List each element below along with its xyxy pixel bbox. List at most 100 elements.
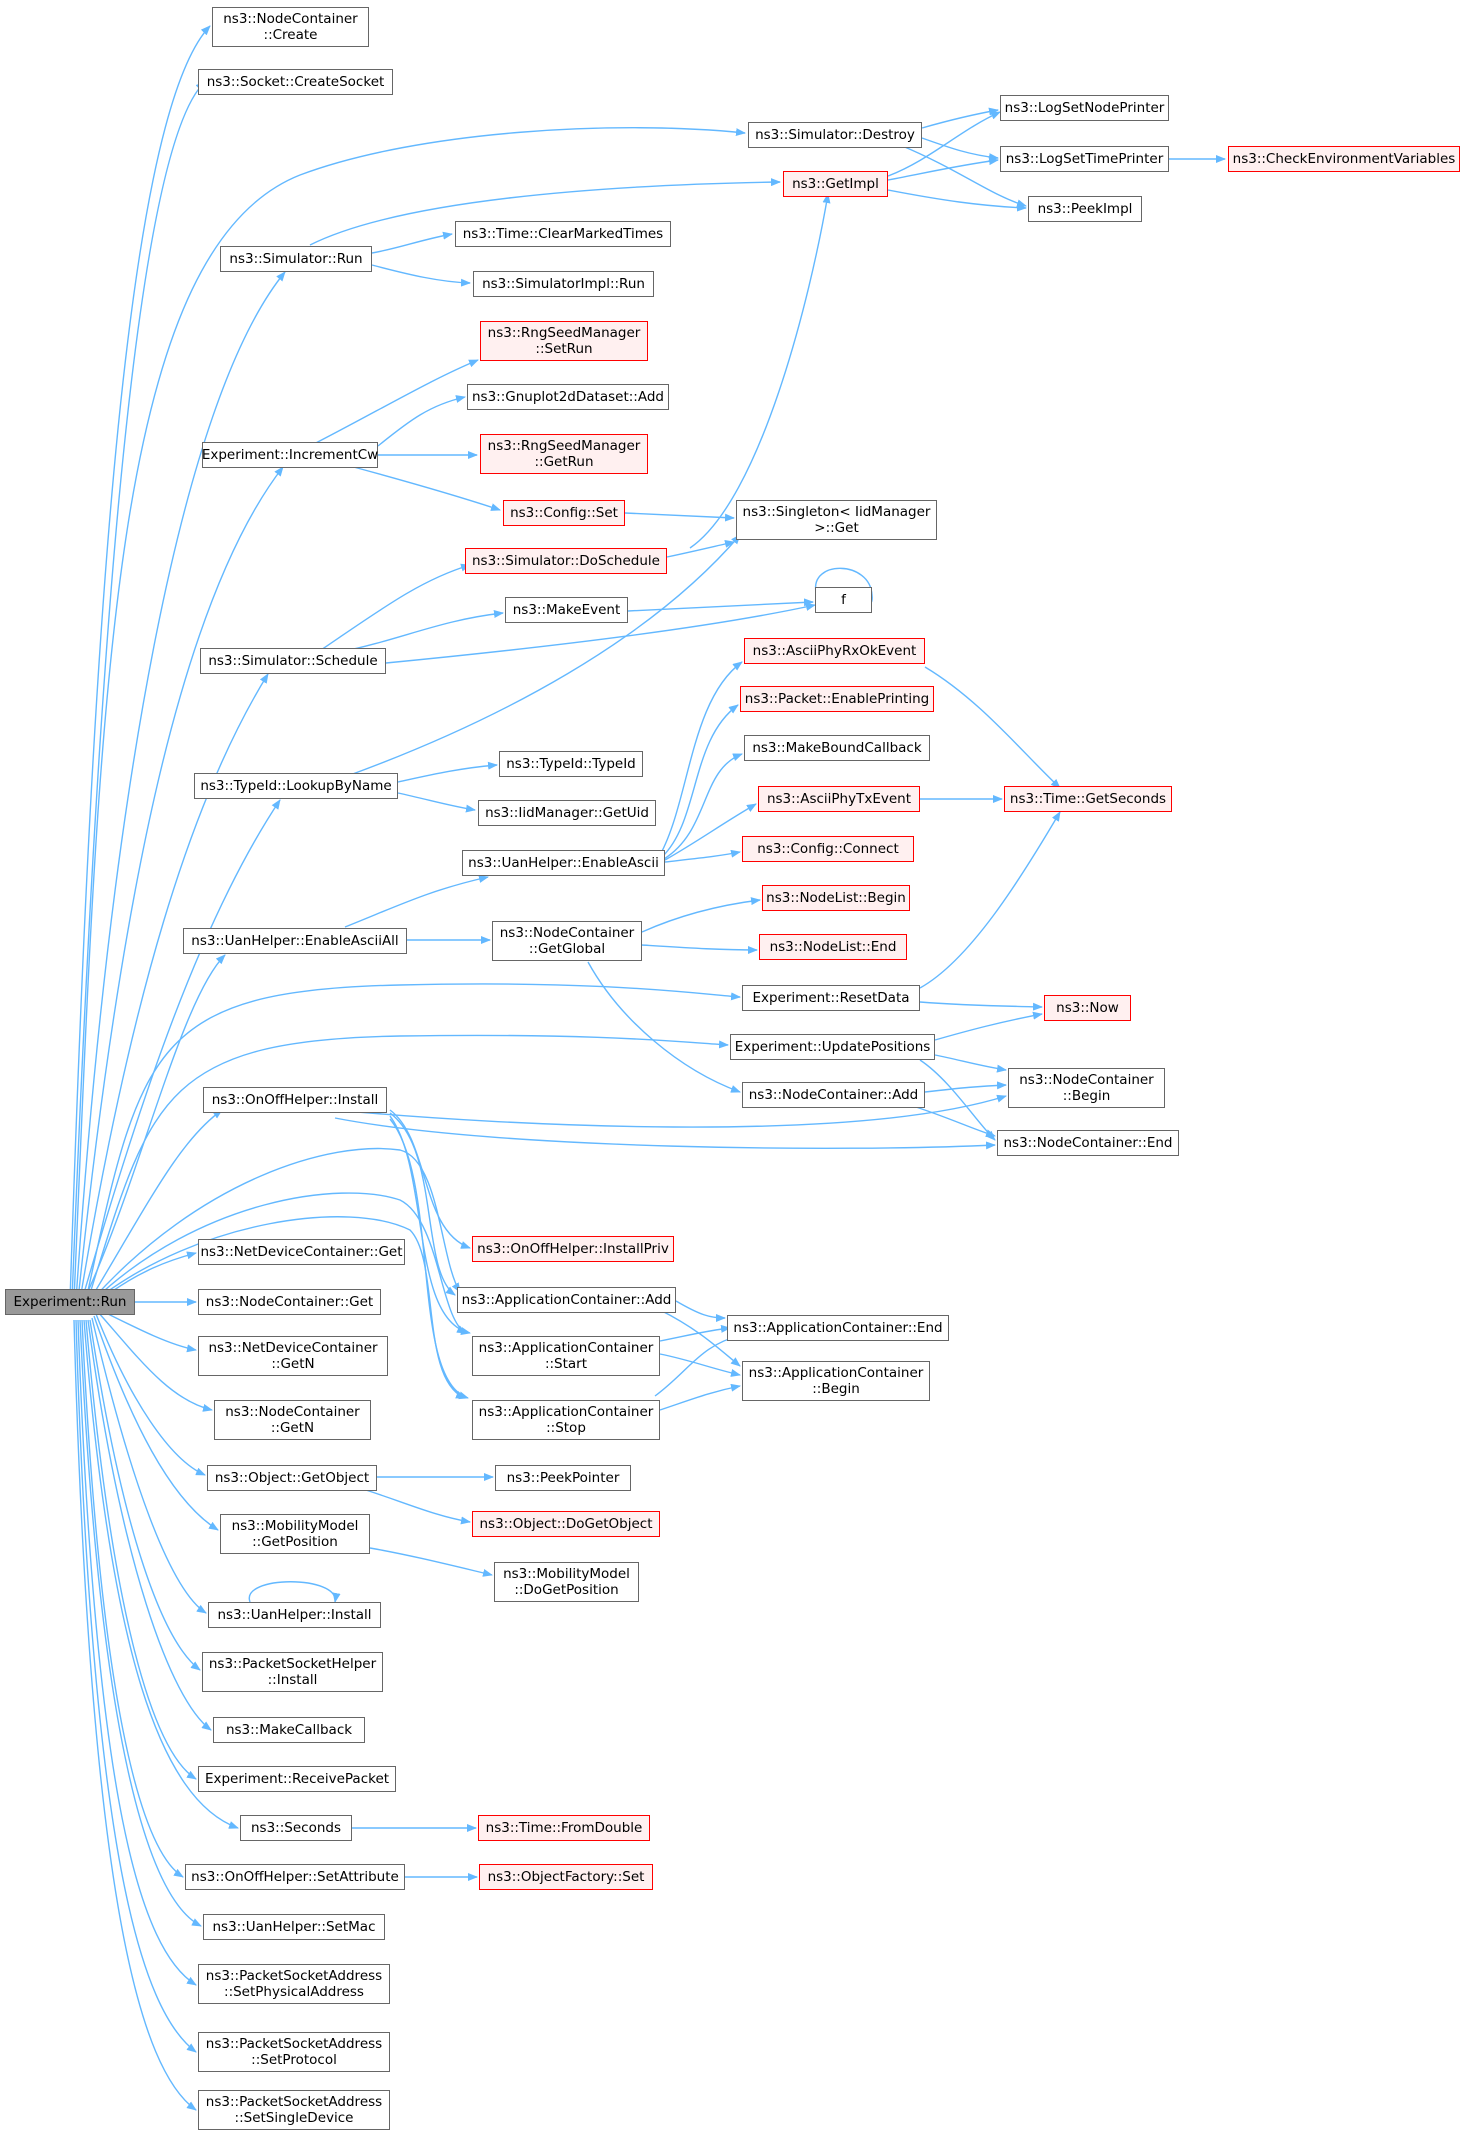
node-checkenvironmentvariables[interactable]: ns3::CheckEnvironmentVariables [1228,146,1460,172]
node-rngseedmanager-getrun[interactable]: ns3::RngSeedManager::GetRun [480,434,648,474]
node-asciiphyrxokevent[interactable]: ns3::AsciiPhyRxOkEvent [744,638,925,664]
node-applicationcontainer-stop[interactable]: ns3::ApplicationContainer::Stop [472,1400,660,1440]
node-peekimpl[interactable]: ns3::PeekImpl [1028,196,1142,222]
node-packetsocketaddress-setsingledevice[interactable]: ns3::PacketSocketAddress::SetSingleDevic… [198,2090,390,2130]
node-mobilitymodel-getposition[interactable]: ns3::MobilityModel::GetPosition [220,1514,370,1554]
node-nodecontainer-begin[interactable]: ns3::NodeContainer::Begin [1008,1068,1165,1108]
node-config-set[interactable]: ns3::Config::Set [503,500,625,526]
node-object-dogetobject[interactable]: ns3::Object::DoGetObject [472,1511,660,1537]
node-experiment-resetdata[interactable]: Experiment::ResetData [742,985,920,1011]
node-label: ::GetN [270,1420,315,1436]
node-objectfactory-set[interactable]: ns3::ObjectFactory::Set [479,1864,653,1890]
node-onoffhelper-setattribute[interactable]: ns3::OnOffHelper::SetAttribute [185,1864,405,1890]
node-onoffhelper-install[interactable]: ns3::OnOffHelper::Install [203,1087,387,1113]
node-asciiphytxevent[interactable]: ns3::AsciiPhyTxEvent [758,786,920,812]
edge-update-ncend [919,1059,996,1141]
node-mobilitymodel-dogetposition[interactable]: ns3::MobilityModel::DoGetPosition [494,1562,639,1602]
node-now[interactable]: ns3::Now [1044,995,1131,1021]
node-simulator-doschedule[interactable]: ns3::Simulator::DoSchedule [465,548,667,574]
node-applicationcontainer-add[interactable]: ns3::ApplicationContainer::Add [457,1287,676,1313]
node-uanhelper-install[interactable]: ns3::UanHelper::Install [208,1602,381,1628]
edge-run-sim-destroy [73,127,746,1301]
node-nodelist-begin[interactable]: ns3::NodeList::Begin [762,885,910,911]
node-simulator-schedule[interactable]: ns3::Simulator::Schedule [200,648,386,674]
edge-sched-f [385,603,816,664]
node-makeevent[interactable]: ns3::MakeEvent [505,597,628,623]
node-seconds[interactable]: ns3::Seconds [240,1815,352,1841]
node-logsettimeprinter[interactable]: ns3::LogSetTimePrinter [1000,146,1169,172]
node-makeboundcallback[interactable]: ns3::MakeBoundCallback [744,735,930,761]
node-packetsockethelper-install[interactable]: ns3::PacketSocketHelper::Install [202,1652,383,1692]
node-time-getseconds[interactable]: ns3::Time::GetSeconds [1004,786,1172,812]
node-applicationcontainer-begin[interactable]: ns3::ApplicationContainer::Begin [742,1361,930,1401]
node-socket-createsocket[interactable]: ns3::Socket::CreateSocket [198,69,393,95]
edge-onoff-acstop [389,1118,469,1400]
node-applicationcontainer-start[interactable]: ns3::ApplicationContainer::Start [472,1336,660,1376]
node-label: ns3::Time::ClearMarkedTimes [462,226,664,242]
node-typeid-lookupbyname[interactable]: ns3::TypeId::LookupByName [194,773,398,799]
node-applicationcontainer-end[interactable]: ns3::ApplicationContainer::End [727,1315,949,1341]
node-label: Experiment::IncrementCw [201,447,379,463]
node-rngseedmanager-setrun[interactable]: ns3::RngSeedManager::SetRun [480,321,648,361]
node-simulatorimpl-run[interactable]: ns3::SimulatorImpl::Run [473,271,654,297]
edge-ea-bound [663,753,743,860]
node-simulator-destroy[interactable]: ns3::Simulator::Destroy [748,122,922,148]
node-uanhelper-setmac[interactable]: ns3::UanHelper::SetMac [203,1914,385,1940]
node-nodecontainer-add[interactable]: ns3::NodeContainer::Add [742,1082,925,1108]
edge-acadd-acbegin [659,1309,741,1367]
node-label: ns3::Singleton< IidManager [742,504,931,520]
node-nodecontainer-end[interactable]: ns3::NodeContainer::End [997,1130,1179,1156]
node-uanhelper-enableasciiall[interactable]: ns3::UanHelper::EnableAsciiAll [183,928,407,954]
node-netdevicecontainer-get[interactable]: ns3::NetDeviceContainer::Get [198,1239,405,1265]
node-iidmanager-getuid[interactable]: ns3::IidManager::GetUid [478,800,656,826]
node-uanhelper-enableascii[interactable]: ns3::UanHelper::EnableAscii [462,850,665,876]
node-gnuplot2ddataset-add[interactable]: ns3::Gnuplot2dDataset::Add [467,384,669,410]
edge-run-reset-data [85,983,741,1301]
node-typeid-typeid[interactable]: ns3::TypeId::TypeId [499,751,643,777]
node-label: ::Begin [1062,1088,1111,1104]
edge-getglobal-ncadd [587,961,741,1093]
node-experiment-incrementcw[interactable]: Experiment::IncrementCw [202,442,378,468]
node-label: ::Install [267,1672,318,1688]
node-label: ns3::MobilityModel [503,1566,630,1582]
node-peekpointer[interactable]: ns3::PeekPointer [495,1465,631,1491]
node-packetsocketaddress-setprotocol[interactable]: ns3::PacketSocketAddress::SetProtocol [198,2032,390,2072]
edge-update-ncbegin [934,1054,1007,1073]
node-nodecontainer-getglobal[interactable]: ns3::NodeContainer::GetGlobal [492,921,642,961]
node-experiment-receivepacket[interactable]: Experiment::ReceivePacket [198,1766,396,1792]
node-experiment-run[interactable]: Experiment::Run [5,1289,135,1315]
node-makecallback[interactable]: ns3::MakeCallback [213,1717,365,1743]
node-label: ns3::ApplicationContainer::Add [461,1292,672,1308]
edge-run-enable-ascii-all [83,954,226,1301]
node-simulator-run[interactable]: ns3::Simulator::Run [220,246,372,272]
node-nodelist-end[interactable]: ns3::NodeList::End [759,934,907,960]
node-label: ::Begin [812,1381,860,1397]
node-label: ns3::NodeContainer [225,1404,360,1420]
node-onoffhelper-installpriv[interactable]: ns3::OnOffHelper::InstallPriv [472,1236,674,1262]
node-config-connect[interactable]: ns3::Config::Connect [742,836,914,862]
node-label: ::SetProtocol [251,2052,337,2068]
node-object-getobject[interactable]: ns3::Object::GetObject [207,1465,377,1491]
node-label: ns3::Packet::EnablePrinting [744,691,930,707]
node-getimpl[interactable]: ns3::GetImpl [783,171,888,197]
node-label: Experiment::ResetData [752,990,910,1006]
node-logsetnodeprinter[interactable]: ns3::LogSetNodePrinter [1000,95,1169,121]
node-nodecontainer-get[interactable]: ns3::NodeContainer::Get [198,1289,381,1315]
node-time-fromdouble[interactable]: ns3::Time::FromDouble [478,1815,650,1841]
node-experiment-updatepositions[interactable]: Experiment::UpdatePositions [730,1034,935,1060]
node-packetsocketaddress-setphysicaladdress[interactable]: ns3::PacketSocketAddress::SetPhysicalAdd… [198,1964,390,2004]
node-packet-enableprinting[interactable]: ns3::Packet::EnablePrinting [740,686,934,712]
node-netdevicecontainer-getn[interactable]: ns3::NetDeviceContainer::GetN [198,1336,388,1376]
node-label: ns3::Simulator::DoSchedule [472,553,660,569]
node-label: ns3::MakeEvent [512,602,621,618]
node-label: ns3::Seconds [251,1820,341,1836]
node-nodecontainer-create[interactable]: ns3::NodeContainer::Create [212,7,369,47]
edge-makeevent-f [627,598,814,612]
node-time-clearmarkedtimes[interactable]: ns3::Time::ClearMarkedTimes [455,221,671,247]
node-singleton-iidmanager-get[interactable]: ns3::Singleton< IidManager >::Get [736,500,937,540]
edge-simrun-clear [371,231,453,254]
node-f[interactable]: f [815,587,872,613]
node-label: Experiment::UpdatePositions [734,1039,931,1055]
edge-reset-getseconds [919,811,1061,989]
node-nodecontainer-getn[interactable]: ns3::NodeContainer::GetN [214,1400,371,1440]
